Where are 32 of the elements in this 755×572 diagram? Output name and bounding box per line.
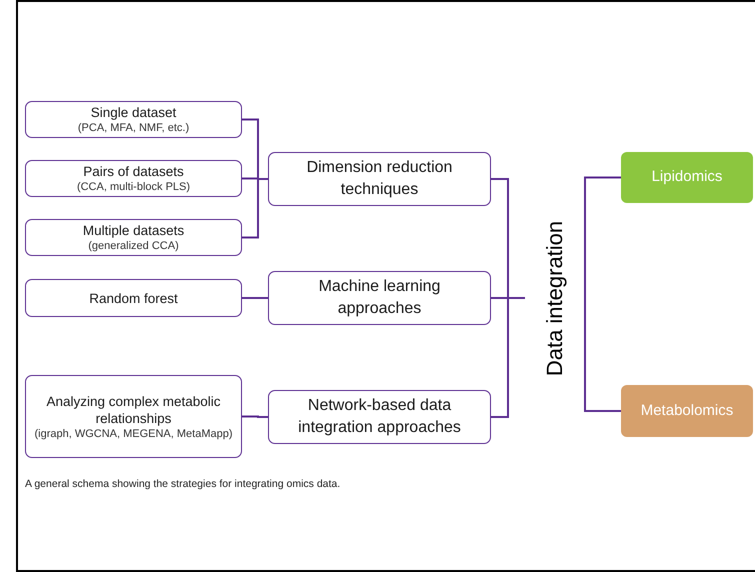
box-subtext: (CCA, multi-block PLS) [76,180,190,194]
category-box [268,152,491,206]
omics-box [621,385,753,437]
box-heading: Analyzing complex metabolic relationships [45,392,222,426]
box-heading: Pairs of datasets [83,163,184,180]
omics-box [621,152,753,203]
box-heading: Single dataset [90,104,176,121]
connector-line [242,297,268,299]
box-label: Lipidomics [652,167,722,188]
caption: A general schema showing the strategies for integrating omics data. [25,477,340,492]
box-subtext: (PCA, MFA, NMF, etc.) [78,121,190,135]
category-box [268,271,491,325]
method-box [25,375,242,458]
box-label: Dimension reduction techniques [306,158,454,200]
method-box [25,101,242,138]
box-heading: Multiple datasets [82,222,184,239]
box-label: Machine learning approaches [318,277,442,319]
connector-line [584,176,621,298]
box-heading: Random forest [89,290,178,306]
connector-line [242,178,268,238]
box-label: Network-based data integration approaches [297,396,462,438]
connector-line [584,298,621,412]
method-box [25,279,242,317]
connector-line [491,297,525,418]
method-box [25,160,242,197]
box-label: Metabolomics [640,400,734,421]
method-box [25,219,242,256]
connector-line [242,416,268,418]
box-subtext: (generalized CCA) [88,239,179,253]
category-box [268,390,491,444]
rotated-heading: Data integration [542,220,568,376]
box-subtext: (igraph, WGCNA, MEGENA, MetaMapp) [34,426,233,440]
